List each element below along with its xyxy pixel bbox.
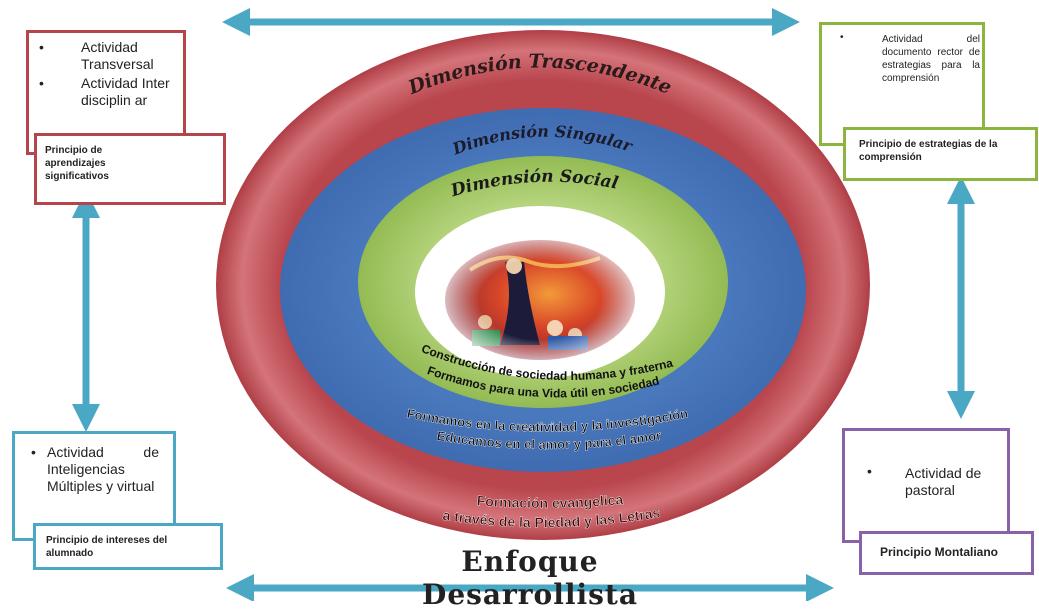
bottom-right-principle-box: Principio Montaliano: [859, 531, 1034, 575]
bullet-icon: •: [39, 75, 44, 91]
principle-text: Principio Montaliano: [880, 545, 999, 559]
principle-text: Principio de intereses del alumnado: [46, 535, 168, 559]
bottom-right-activity-box: • Actividad de pastoral: [842, 428, 1010, 543]
bullet-icon: •: [867, 463, 872, 479]
top-right-principle-box: Principio de estrategias de la comprensi…: [843, 127, 1038, 181]
bullet-icon: •: [39, 39, 44, 55]
footer-title: Enfoque Desarrollista: [422, 545, 638, 611]
activity-item: • Actividad Interdisciplin ar: [39, 75, 177, 109]
principle-text: Principio de estrategias de la comprensi…: [859, 139, 998, 163]
outer-ring-text-1: Formación evangelica: [476, 491, 624, 511]
activity-text: Actividad del documento rector de estrat…: [882, 34, 980, 84]
activity-text: Actividad de Inteligencias Múltiples y v…: [47, 444, 159, 494]
religious-painting-image: [430, 228, 650, 372]
bottom-left-principle-box: Principio de intereses del alumnado: [33, 523, 223, 570]
activity-text: Actividad de pastoral: [905, 465, 982, 498]
activity-item: • Actividad Transversal: [39, 39, 177, 73]
activity-text: Actividad Interdisciplin ar: [81, 75, 170, 108]
bullet-icon: •: [31, 444, 36, 460]
principle-text: Principio de aprendizajes significativos: [45, 145, 109, 182]
top-left-principle-box: Principio de aprendizajes significativos: [34, 133, 226, 205]
top-right-activity-box: • Actividad del documento rector de estr…: [819, 22, 985, 146]
activity-text: Actividad Transversal: [81, 39, 154, 72]
bullet-icon: •: [840, 32, 844, 43]
